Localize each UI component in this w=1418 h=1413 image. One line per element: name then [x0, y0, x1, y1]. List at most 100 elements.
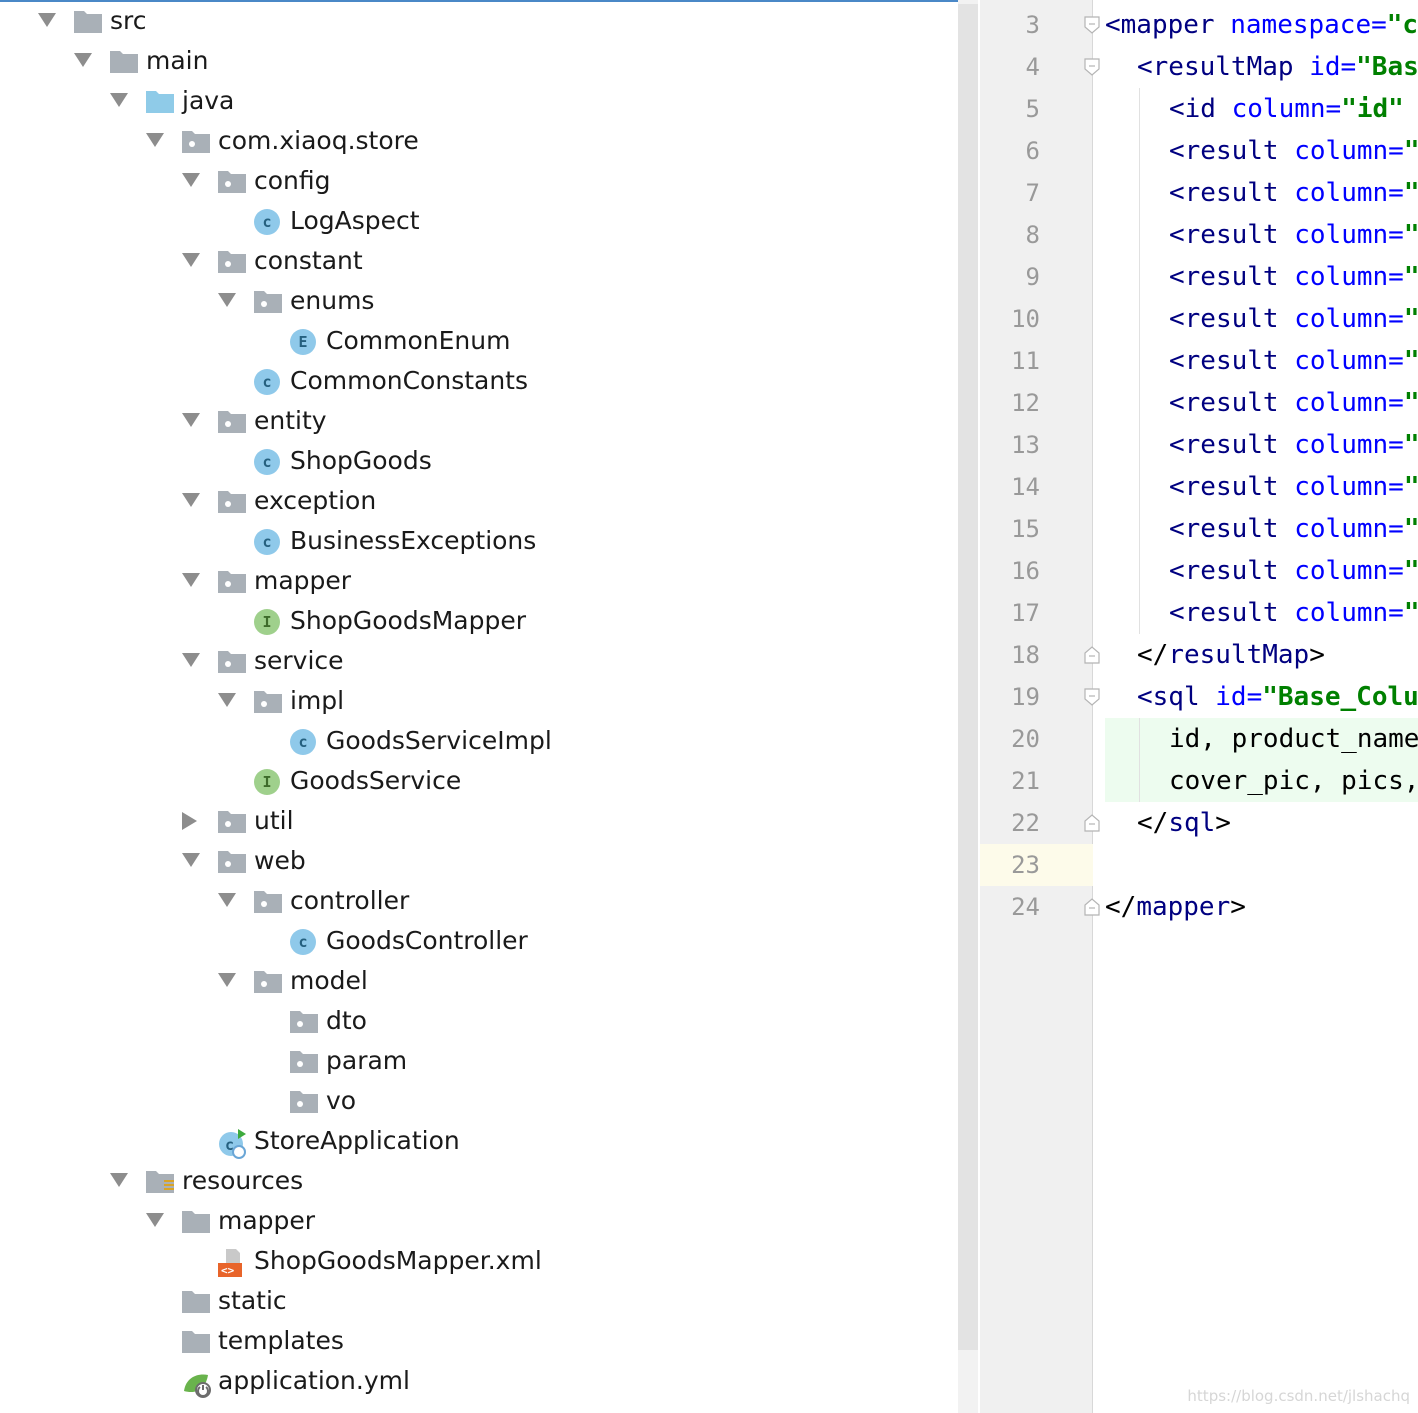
- folder-icon: [182, 1209, 210, 1235]
- tree-item[interactable]: application.yml: [0, 1361, 940, 1401]
- tree-item[interactable]: exception: [0, 481, 940, 521]
- expanded-arrow-icon[interactable]: [74, 53, 92, 67]
- interface-icon: I: [254, 609, 282, 635]
- sql-injection-highlight: [1105, 760, 1418, 802]
- tree-item[interactable]: impl: [0, 681, 940, 721]
- tree-item[interactable]: entity: [0, 401, 940, 441]
- expanded-arrow-icon[interactable]: [38, 13, 56, 27]
- class-icon: c: [254, 449, 282, 475]
- tree-item-label: util: [254, 806, 294, 835]
- tree-item[interactable]: service: [0, 641, 940, 681]
- expanded-arrow-icon[interactable]: [182, 653, 200, 667]
- code-token-tag: <result: [1169, 556, 1295, 586]
- code-token-plain: >: [1230, 892, 1246, 922]
- expanded-arrow-icon[interactable]: [146, 1213, 164, 1227]
- expanded-arrow-icon[interactable]: [182, 853, 200, 867]
- package-folder-icon: [254, 969, 282, 995]
- tree-item-label: templates: [218, 1326, 344, 1355]
- code-token-str: ": [1403, 598, 1418, 628]
- tree-item[interactable]: constant: [0, 241, 940, 281]
- tree-item[interactable]: param: [0, 1041, 940, 1081]
- code-token-attr: column=: [1294, 556, 1404, 586]
- tree-item[interactable]: main: [0, 41, 940, 81]
- tree-item-label: StoreApplication: [254, 1126, 460, 1155]
- tree-item[interactable]: <>ShopGoodsMapper.xml: [0, 1241, 940, 1281]
- tree-item[interactable]: vo: [0, 1081, 940, 1121]
- code-token-str: ": [1403, 178, 1418, 208]
- tree-item[interactable]: static: [0, 1281, 940, 1321]
- tree-item[interactable]: resources: [0, 1161, 940, 1201]
- tree-item[interactable]: mapper: [0, 561, 940, 601]
- code-line: </sql>: [1137, 802, 1231, 844]
- expanded-arrow-icon[interactable]: [182, 573, 200, 587]
- code-line: <result column=": [1169, 508, 1418, 550]
- line-number: 3: [1025, 11, 1040, 39]
- fold-close-icon[interactable]: [1084, 646, 1100, 664]
- code-token-plain: </: [1105, 892, 1137, 922]
- code-token-tag: <result: [1169, 514, 1295, 544]
- expanded-arrow-icon[interactable]: [218, 893, 236, 907]
- expanded-arrow-icon[interactable]: [218, 973, 236, 987]
- tree-item-label: param: [326, 1046, 408, 1075]
- package-folder-icon: [254, 889, 282, 915]
- spring-config-icon: [182, 1369, 211, 1398]
- code-token-plain: </: [1137, 808, 1169, 838]
- code-line: </mapper>: [1105, 886, 1246, 928]
- tree-item[interactable]: src: [0, 1, 940, 41]
- expanded-arrow-icon[interactable]: [182, 493, 200, 507]
- line-number: 15: [1011, 515, 1040, 543]
- tree-item[interactable]: java: [0, 81, 940, 121]
- expanded-arrow-icon[interactable]: [110, 93, 128, 107]
- tree-item[interactable]: util: [0, 801, 940, 841]
- tree-item-label: application.yml: [218, 1366, 410, 1395]
- tree-item[interactable]: enums: [0, 281, 940, 321]
- expanded-arrow-icon[interactable]: [182, 173, 200, 187]
- tree-item[interactable]: controller: [0, 881, 940, 921]
- tree-item[interactable]: web: [0, 841, 940, 881]
- code-token-attr: column=: [1294, 136, 1404, 166]
- line-number: 4: [1025, 53, 1040, 81]
- expanded-arrow-icon[interactable]: [182, 413, 200, 427]
- fold-close-icon[interactable]: [1084, 814, 1100, 832]
- code-editor[interactable]: <mapper namespace="c<resultMap id="Bas<i…: [1093, 0, 1418, 1413]
- package-folder-icon: [290, 1049, 318, 1075]
- tree-item[interactable]: mapper: [0, 1201, 940, 1241]
- expanded-arrow-icon[interactable]: [218, 293, 236, 307]
- code-token-attr: column=: [1294, 388, 1404, 418]
- tree-item[interactable]: templates: [0, 1321, 940, 1361]
- fold-close-icon[interactable]: [1084, 898, 1100, 916]
- fold-open-icon[interactable]: [1084, 16, 1100, 34]
- expanded-arrow-icon[interactable]: [110, 1173, 128, 1187]
- tree-item[interactable]: dto: [0, 1001, 940, 1041]
- code-token-tag: <result: [1169, 430, 1295, 460]
- fold-open-icon[interactable]: [1084, 58, 1100, 76]
- line-number: 5: [1025, 95, 1040, 123]
- tree-item-label: constant: [254, 246, 363, 275]
- code-token-attr: column=: [1294, 178, 1404, 208]
- line-number: 9: [1025, 263, 1040, 291]
- code-line: <result column=": [1169, 340, 1418, 382]
- package-folder-icon: [218, 569, 246, 595]
- tree-item[interactable]: com.xiaoq.store: [0, 121, 940, 161]
- fold-open-icon[interactable]: [1084, 688, 1100, 706]
- tree-item[interactable]: model: [0, 961, 940, 1001]
- expanded-arrow-icon[interactable]: [218, 693, 236, 707]
- package-folder-icon: [218, 649, 246, 675]
- tree-item[interactable]: config: [0, 161, 940, 201]
- folder-icon: [74, 9, 102, 35]
- collapsed-arrow-icon[interactable]: [182, 812, 197, 830]
- tree-scrollbar-thumb[interactable]: [958, 4, 978, 1350]
- expanded-arrow-icon[interactable]: [146, 133, 164, 147]
- expanded-arrow-icon[interactable]: [182, 253, 200, 267]
